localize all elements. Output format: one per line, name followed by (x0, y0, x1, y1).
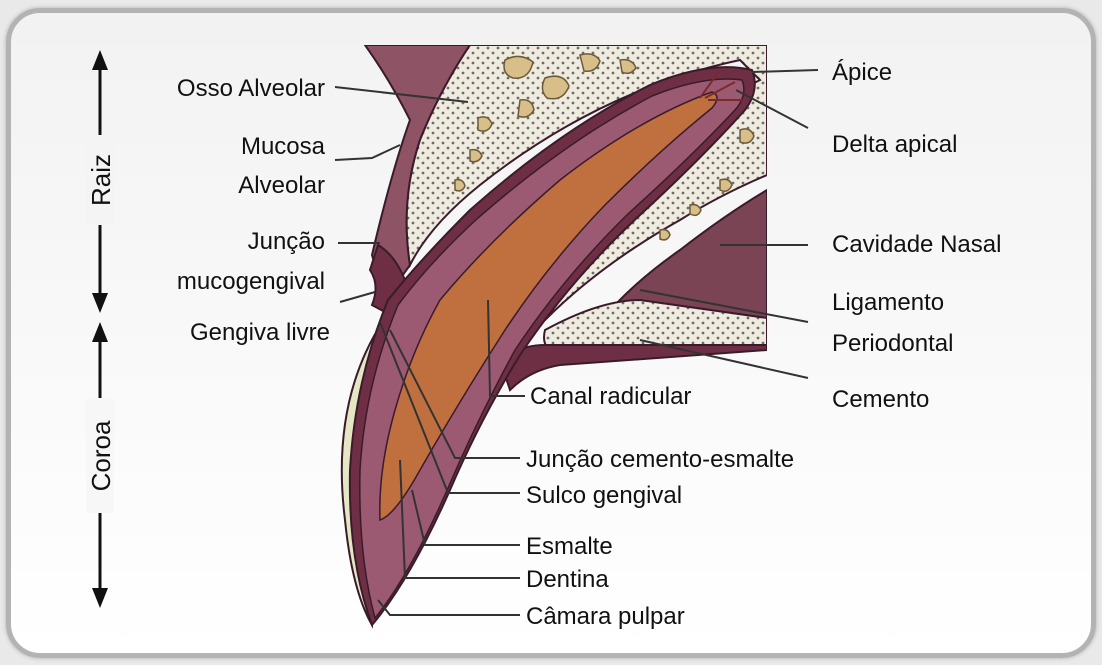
label-ligamento-line2: Periodontal (832, 330, 953, 357)
coroa-axis: Coroa (86, 322, 116, 608)
label-juncao-mucogengival-line1: Junção (248, 228, 325, 255)
label-mucosa-alveolar-line2: Alveolar (238, 172, 325, 199)
label-gengiva-livre: Gengiva livre (190, 319, 330, 346)
label-apice: Ápice (832, 59, 892, 86)
raiz-axis: Raiz (86, 50, 116, 313)
axis-label-raiz: Raiz (86, 154, 116, 206)
label-camara-pulpar: Câmara pulpar (526, 603, 685, 630)
label-cemento: Cemento (832, 386, 929, 413)
label-delta-apical: Delta apical (832, 131, 957, 158)
label-dentina: Dentina (526, 566, 609, 593)
label-cavidade-nasal: Cavidade Nasal (832, 231, 1001, 258)
label-esmalte: Esmalte (526, 533, 613, 560)
label-juncao-mucogengival-line2: mucogengival (177, 268, 325, 295)
label-ligamento-line1: Ligamento (832, 289, 944, 316)
label-juncao-cemento-esmalte: Junção cemento-esmalte (526, 446, 794, 473)
label-osso-alveolar: Osso Alveolar (177, 75, 325, 102)
label-canal-radicular: Canal radicular (530, 383, 691, 410)
axis-label-coroa: Coroa (86, 420, 116, 491)
label-sulco-gengival: Sulco gengival (526, 482, 682, 509)
label-mucosa-alveolar-line1: Mucosa (241, 133, 326, 160)
